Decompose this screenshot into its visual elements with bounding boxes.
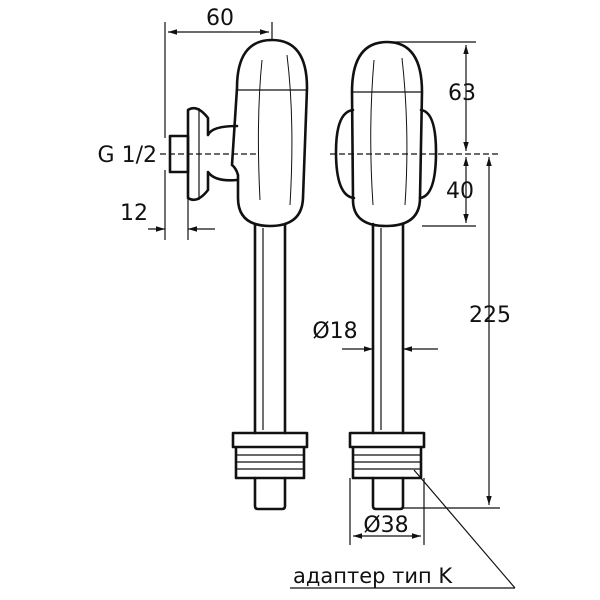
side-view-body-outline bbox=[230, 38, 309, 228]
adapter-leader: адаптер тип K bbox=[290, 469, 516, 589]
dim-60-label: 60 bbox=[206, 6, 234, 31]
front-view-right-bulge bbox=[418, 108, 438, 200]
front-view-left-bulge bbox=[334, 108, 356, 200]
side-view-lower-pipe bbox=[253, 476, 287, 511]
front-view-valve bbox=[334, 40, 438, 511]
dimension-d18: Ø18 bbox=[312, 319, 438, 352]
side-view-pipe bbox=[253, 222, 287, 435]
dim-40-label: 40 bbox=[446, 179, 474, 204]
front-view-lower-pipe bbox=[371, 476, 405, 511]
dim-63-label: 63 bbox=[448, 81, 476, 106]
dim-thread-label: G 1/2 bbox=[98, 143, 157, 168]
dimension-60: 60 bbox=[164, 6, 273, 138]
side-view-valve bbox=[168, 38, 309, 511]
adapter-caption: адаптер тип K bbox=[293, 564, 453, 588]
dimension-63: 63 bbox=[390, 41, 476, 151]
dimension-g12: G 1/2 bbox=[98, 143, 258, 168]
dimension-d38: Ø38 bbox=[349, 478, 425, 545]
front-view-pipe bbox=[371, 222, 405, 435]
side-body-highlight-2 bbox=[286, 54, 293, 206]
dimension-225: 225 bbox=[403, 157, 511, 509]
front-view-head bbox=[350, 40, 424, 228]
side-body-highlight bbox=[257, 59, 263, 201]
dim-d38-label: Ø38 bbox=[363, 513, 408, 538]
side-view-adapter bbox=[231, 431, 309, 480]
dim-225-label: 225 bbox=[469, 303, 511, 328]
dimension-40: 40 bbox=[330, 153, 500, 227]
dim-12-label: 12 bbox=[120, 201, 148, 226]
dimension-12: 12 bbox=[120, 170, 215, 240]
side-view-inlet-connector bbox=[186, 106, 239, 202]
dim-d18-label: Ø18 bbox=[312, 319, 357, 344]
